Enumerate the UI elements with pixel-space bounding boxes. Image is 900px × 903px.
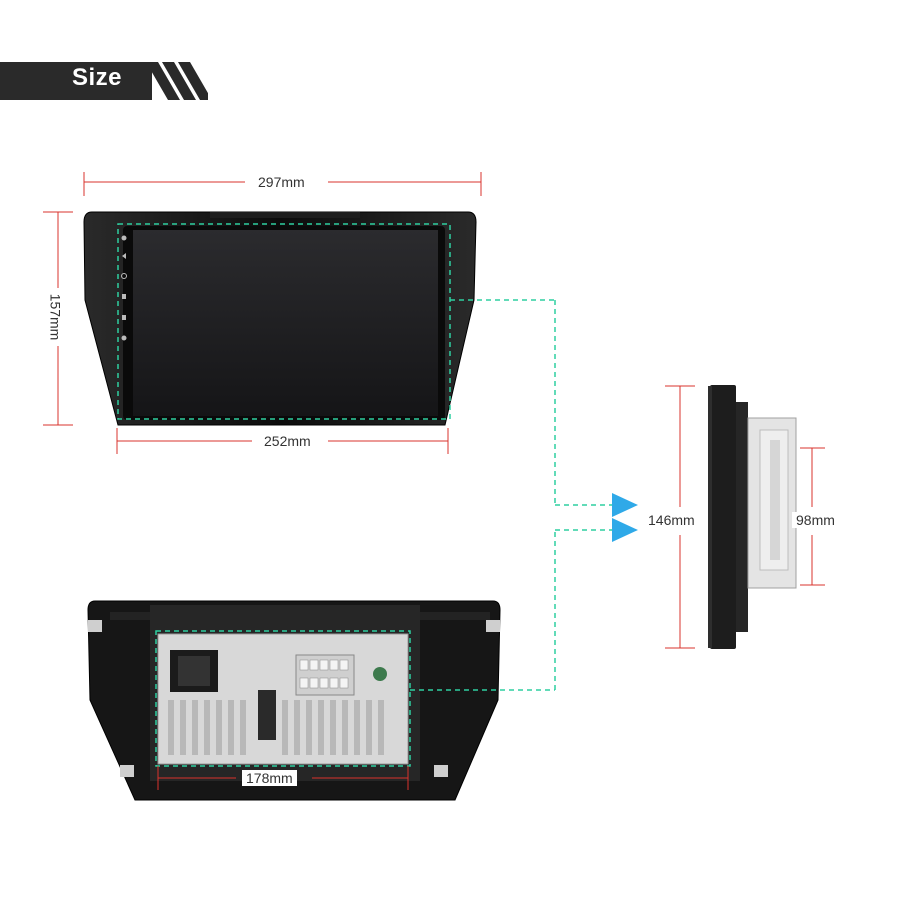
front-width-label: 297mm [254,174,309,190]
chassis-width-label: 178mm [242,770,297,786]
back-chassis-outline [155,630,411,767]
volume-up-icon [122,294,126,299]
volume-down-icon [122,315,126,320]
side-unit [708,385,797,649]
front-unit [83,211,477,426]
gps-icon [121,335,127,341]
antenna-port [373,667,387,681]
front-dimension-lines [43,172,482,454]
front-screen [133,230,438,416]
back-dimension-lines [157,766,409,790]
title-banner [0,62,152,100]
side-height-label: 146mm [644,512,699,528]
front-screen-outline [117,223,451,420]
back-icon [122,253,126,259]
arrow-to-side-bottom [612,518,638,542]
screen-width-label: 252mm [260,433,315,449]
back-unit [87,600,501,801]
home-icon [121,235,127,241]
arrow-to-side-top [612,493,638,517]
page-title: Size [72,64,123,91]
side-button-strip [121,235,127,341]
front-height-label: 157mm [47,289,64,345]
power-icon [121,273,127,279]
side-chassis-height-label: 98mm [792,512,839,528]
banner-stripes [146,62,208,100]
side-dimension-lines [665,385,825,649]
